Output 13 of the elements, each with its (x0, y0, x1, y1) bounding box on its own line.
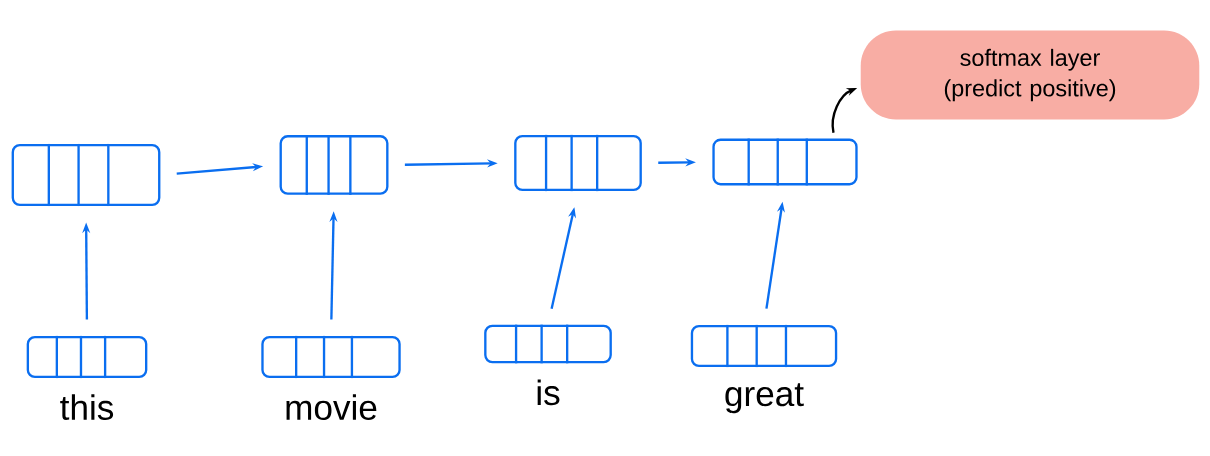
vector-box (712, 138, 858, 186)
vector-box (279, 135, 389, 195)
word-label: is (537, 379, 560, 406)
vector-box (26, 335, 148, 379)
word-label: movie (286, 394, 377, 421)
vector-box (11, 143, 161, 207)
vector-box (261, 335, 401, 379)
vector-box (514, 134, 642, 192)
vector-box (690, 324, 838, 368)
vector-box (484, 324, 612, 364)
word-label: this (60, 394, 114, 421)
word-label: great (725, 383, 804, 414)
softmax-blob: softmax layer (predict positive) (860, 30, 1200, 120)
